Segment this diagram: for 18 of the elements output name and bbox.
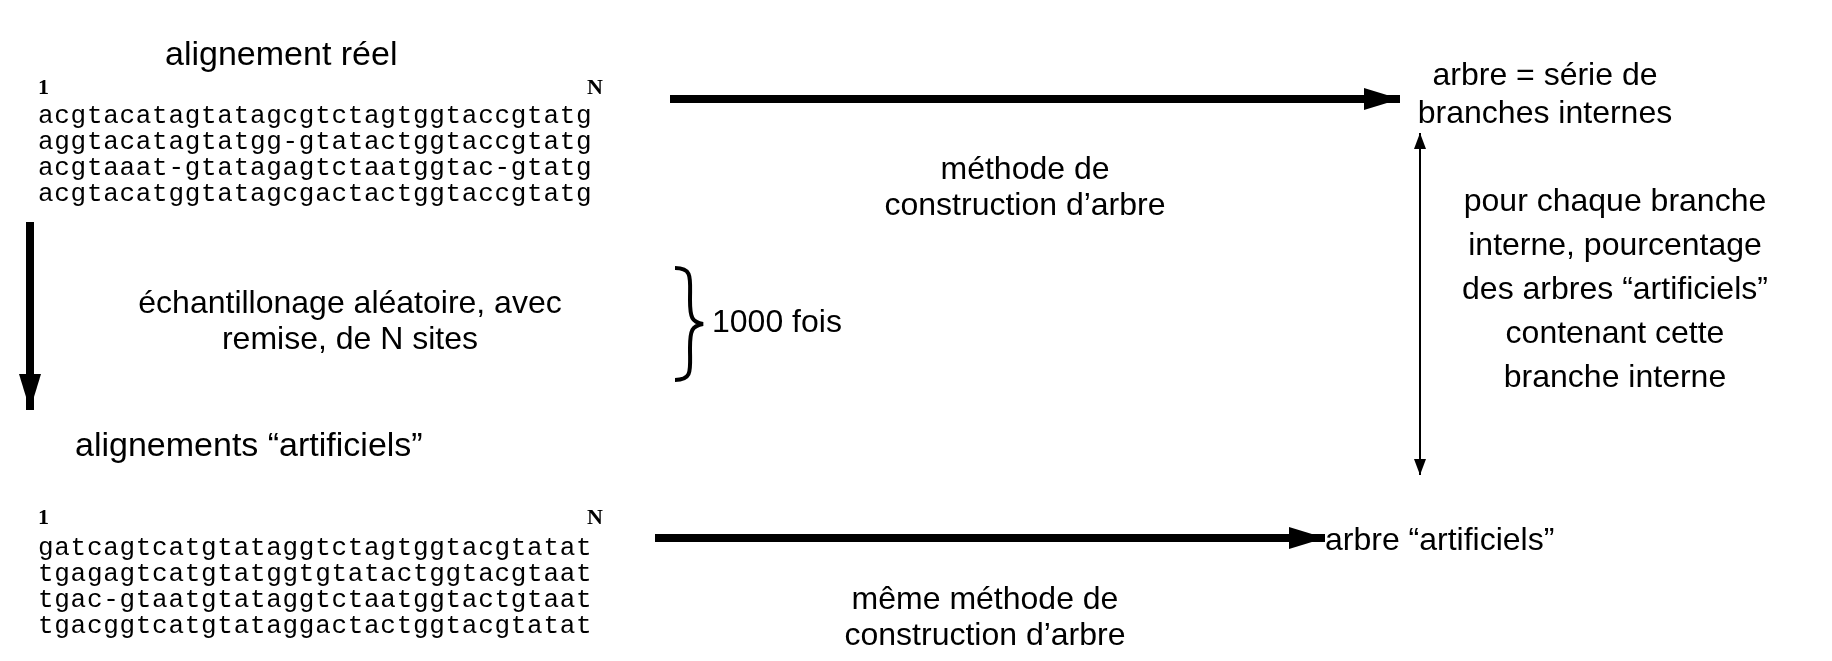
position-label: 1 xyxy=(38,75,49,99)
double-arrow xyxy=(1414,132,1426,476)
sequence-line: acgtacatggtatagcgactactggtaccgtatg xyxy=(38,181,593,207)
alignment-heading: alignement réel xyxy=(165,33,398,73)
sequence-line: acgtacatagtatagcgtctagtggtaccgtatg xyxy=(38,103,593,129)
sequence-line: acgtaaat-gtatagagtctaatggtac-gtatg xyxy=(38,155,593,181)
sequence-line: aggtacatagtatgg-gtatactggtaccgtatg xyxy=(38,129,593,155)
repeat-count-label: 1000 fois xyxy=(712,302,842,340)
sequence-line: tgac-gtaatgtataggtctaatggtactgtaat xyxy=(38,587,593,613)
tree-text: arbre = série de branches internes xyxy=(1416,55,1674,131)
position-label: N xyxy=(587,75,603,99)
position-label: N xyxy=(587,505,603,529)
alignment-heading: alignements “artificiels” xyxy=(75,424,423,464)
sequence-line: gatcagtcatgtataggtctagtggtacgtatat xyxy=(38,535,593,561)
sequence-line: tgagagtcatgtatggtgtatactggtacgtaat xyxy=(38,561,593,587)
position-label: 1 xyxy=(38,505,49,529)
sequence-line: tgacggtcatgtataggactactggtacgtatat xyxy=(38,613,593,639)
tree-text: arbre “artificiels” xyxy=(1325,520,1556,558)
